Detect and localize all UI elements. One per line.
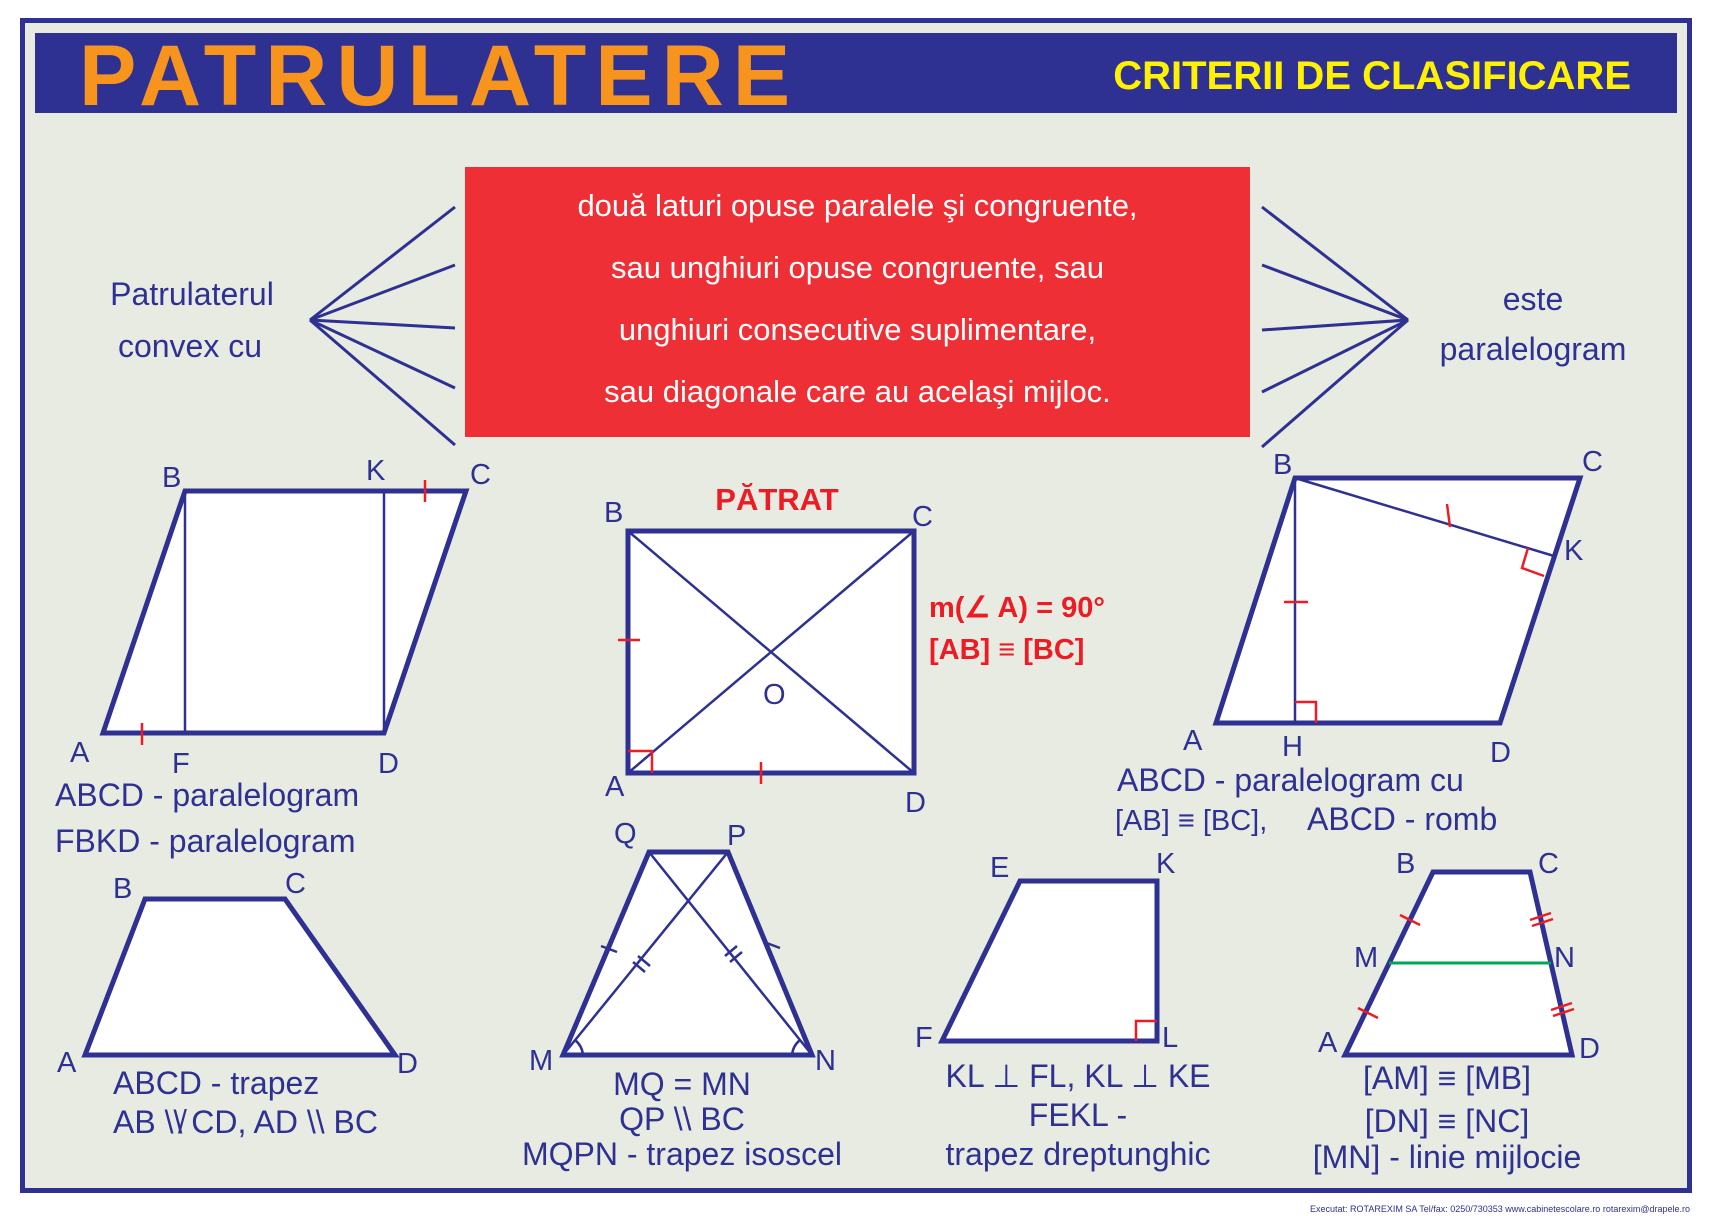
left-fan-lines xyxy=(309,205,456,447)
vertex-label: A xyxy=(1318,1027,1338,1059)
vertex-label: A xyxy=(57,1047,77,1079)
caption: ABCD - trapez xyxy=(113,1065,319,1101)
isosceles-trapezoid-figure: M N P Q MQ = MN QP \\ BC MQPN - trapez i… xyxy=(522,818,842,1172)
caption: QP \\ BC xyxy=(619,1101,745,1137)
square-figure: PĂTRAT B C A D O m(∠ A) = 90° [AB] ≡ [BC… xyxy=(604,482,1105,819)
criteria-item: sau diagonale care au acelaşi mijloc. xyxy=(604,374,1111,409)
caption: MQ = MN xyxy=(613,1066,751,1102)
criteria-right-line1: este xyxy=(1503,281,1563,317)
vertex-label: M xyxy=(529,1045,553,1077)
vertex-label: M xyxy=(1354,942,1378,974)
vertex-label: C xyxy=(285,868,306,900)
vertex-label: A xyxy=(70,737,90,769)
caption: KL ⊥ FL, KL ⊥ KE xyxy=(945,1058,1210,1094)
caption: [DN] ≡ [NC] xyxy=(1365,1103,1529,1139)
vertex-label: K xyxy=(1564,535,1584,567)
criteria-right-line2: paralelogram xyxy=(1440,331,1627,367)
rhombus-figure: A B C D H K ABCD - paralelogram cu [AB] … xyxy=(1115,446,1603,837)
vertex-label: B xyxy=(604,497,623,529)
criteria-left-line2: convex cu xyxy=(118,328,262,364)
vertex-label: C xyxy=(1538,848,1559,880)
vertex-label: C xyxy=(912,501,933,533)
caption: [AM] ≡ [MB] xyxy=(1363,1060,1531,1096)
vertex-label: N xyxy=(815,1045,836,1077)
vertex-label: D xyxy=(905,787,926,819)
caption: ABCD - paralelogram cu xyxy=(1117,762,1464,798)
caption: trapez dreptunghic xyxy=(945,1136,1210,1172)
caption: ABCD - romb xyxy=(1307,801,1497,837)
vertex-label: D xyxy=(1490,737,1511,769)
square-property: [AB] ≡ [BC] xyxy=(929,634,1084,666)
trapezoid-figure: A B C D ABCD - trapez AB \\̸ CD, AD \\ B… xyxy=(57,868,418,1140)
vertex-label: L xyxy=(1162,1022,1178,1054)
vertex-label: A xyxy=(1183,725,1203,757)
caption: ABCD - paralelogram xyxy=(55,777,359,813)
vertex-label: N xyxy=(1554,942,1575,974)
vertex-label: O xyxy=(763,679,786,711)
vertex-label: D xyxy=(378,748,399,780)
footer-credits: Executat: ROTAREXIM SA Tel/fax: 0250/730… xyxy=(1310,1204,1690,1214)
caption: FBKD - paralelogram xyxy=(55,823,356,859)
header-bar: PATRULATERE CRITERII DE CLASIFICARE xyxy=(35,33,1677,119)
parallelogram-figure: A B C D F K ABCD - paralelogram FBKD - p… xyxy=(55,455,491,859)
caption: FEKL - xyxy=(1029,1097,1127,1133)
vertex-label: Q xyxy=(614,818,637,850)
vertex-label: D xyxy=(397,1048,418,1080)
vertex-label: P xyxy=(727,820,746,852)
page-subtitle: CRITERII DE CLASIFICARE xyxy=(1113,54,1631,98)
criteria-item: sau unghiuri opuse congruente, sau xyxy=(611,250,1104,285)
caption: AB \\̸ CD, AD \\ BC xyxy=(113,1104,378,1140)
criteria-item: unghiuri consecutive suplimentare, xyxy=(618,312,1097,347)
vertex-label: F xyxy=(172,748,190,780)
caption: [MN] - linie mijlocie xyxy=(1313,1139,1581,1175)
vertex-label: B xyxy=(162,462,181,494)
vertex-label: B xyxy=(113,873,132,905)
vertex-label: H xyxy=(1282,731,1303,763)
criteria-box: două laturi opuse paralele şi congruente… xyxy=(465,167,1250,437)
caption: [AB] ≡ [BC], xyxy=(1115,805,1267,837)
vertex-label: B xyxy=(1396,848,1415,880)
midline-trapezoid-figure: A B C D M N [AM] ≡ [MB] [DN] ≡ [NC] [MN]… xyxy=(1313,848,1600,1175)
right-fan-lines xyxy=(1261,205,1409,449)
vertex-label: F xyxy=(915,1022,933,1054)
vertex-label: K xyxy=(1156,848,1176,880)
square-title: PĂTRAT xyxy=(715,482,838,517)
vertex-label: C xyxy=(1582,446,1603,478)
caption: MQPN - trapez isoscel xyxy=(522,1136,842,1172)
criteria-left-line1: Patrulaterul xyxy=(110,276,274,312)
vertex-label: B xyxy=(1273,449,1292,481)
vertex-label: D xyxy=(1579,1033,1600,1065)
vertex-label: E xyxy=(990,852,1009,884)
page-title: PATRULATERE xyxy=(79,28,800,124)
vertex-label: C xyxy=(470,459,491,491)
square-property: m(∠ A) = 90° xyxy=(929,592,1105,624)
criteria-item: două laturi opuse paralele şi congruente… xyxy=(577,188,1138,223)
vertex-label: A xyxy=(605,771,625,803)
right-trapezoid-figure: E K F L KL ⊥ FL, KL ⊥ KE FEKL - trapez d… xyxy=(915,848,1211,1172)
vertex-label: K xyxy=(366,455,386,487)
